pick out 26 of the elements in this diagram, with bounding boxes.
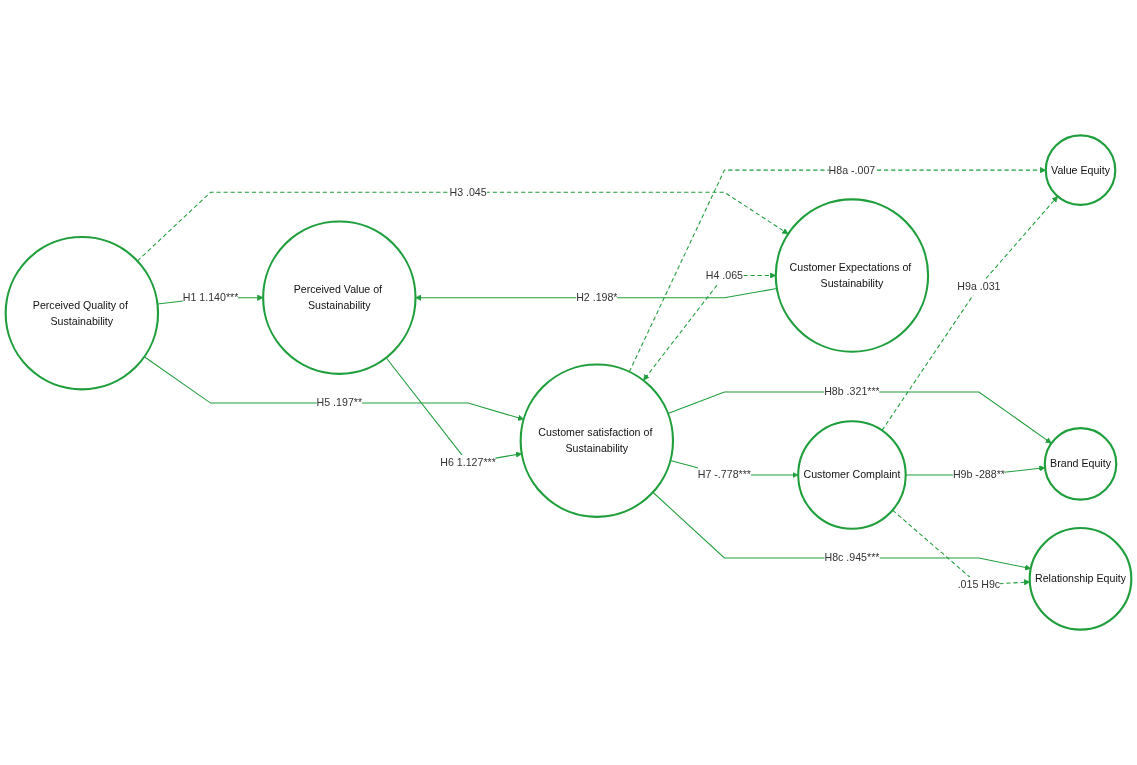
edge-label: H9a .031: [957, 280, 1001, 293]
node-circle: Brand Equity: [1043, 427, 1118, 501]
arrow: [881, 196, 1058, 431]
node-circle: Customer Complaint: [797, 420, 907, 530]
arrow: [892, 509, 1031, 586]
arrow: [143, 356, 524, 421]
node-circle: Relationship Equity: [1028, 526, 1133, 631]
arrow: [136, 191, 789, 262]
edge-label: .015 H9c: [957, 578, 1001, 591]
node-circle: Customer Expectations of Sustainability: [774, 198, 930, 353]
edge-label: H3 .045: [449, 185, 487, 198]
edge-label: H2 .198*: [576, 291, 618, 304]
edge-label: H5 .197**: [316, 396, 363, 409]
edge-label: H8b .321***: [824, 385, 880, 398]
node-circle: Customer satisfaction of Sustainability: [519, 363, 675, 518]
edge-label: H6 1.127***: [440, 456, 496, 469]
edge-label: H7 -.778***: [697, 468, 751, 481]
node-circle: Value Equity: [1044, 134, 1117, 206]
edge-label: H9b -288**: [952, 468, 1005, 481]
node-circle: Perceived Quality of Sustainability: [4, 235, 160, 391]
edge-label: H1 1.140***: [182, 291, 239, 304]
edge-label: H8c .945***: [824, 551, 880, 564]
edge-label: H8a -.007: [828, 163, 876, 176]
arrow: [652, 491, 1032, 571]
edge-label: H4 .065: [705, 268, 743, 282]
node-circle: Perceived Value of Sustainability: [262, 220, 417, 375]
